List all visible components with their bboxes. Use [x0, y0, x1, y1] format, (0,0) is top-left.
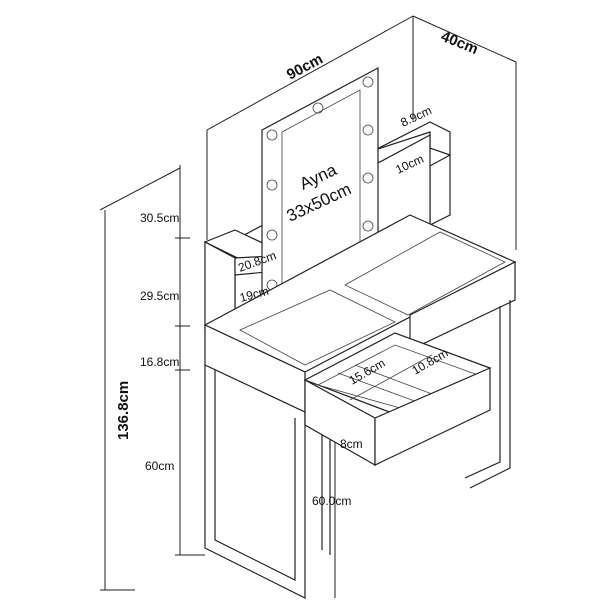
upper-hutch-height-label: 30.5cm	[140, 211, 179, 225]
width-label: 90cm	[284, 51, 326, 84]
drawer[interactable]	[303, 332, 492, 467]
drawer-height-label: 8cm	[340, 437, 363, 451]
right-compartment	[344, 231, 506, 316]
metal-frame	[204, 300, 511, 599]
lower-hutch-height-label: 29.5cm	[140, 289, 179, 303]
leg-clearance-label: 60.0cm	[312, 494, 351, 508]
apron-height-label: 16.8cm	[140, 355, 179, 369]
depth-label: 40cm	[439, 28, 481, 58]
leg-height-label: 60cm	[145, 459, 174, 473]
open-compartment	[239, 289, 396, 366]
dimension-lines	[99, 15, 517, 598]
total-height-label: 136.8cm	[115, 381, 132, 440]
right-hutch-panel	[374, 121, 451, 226]
